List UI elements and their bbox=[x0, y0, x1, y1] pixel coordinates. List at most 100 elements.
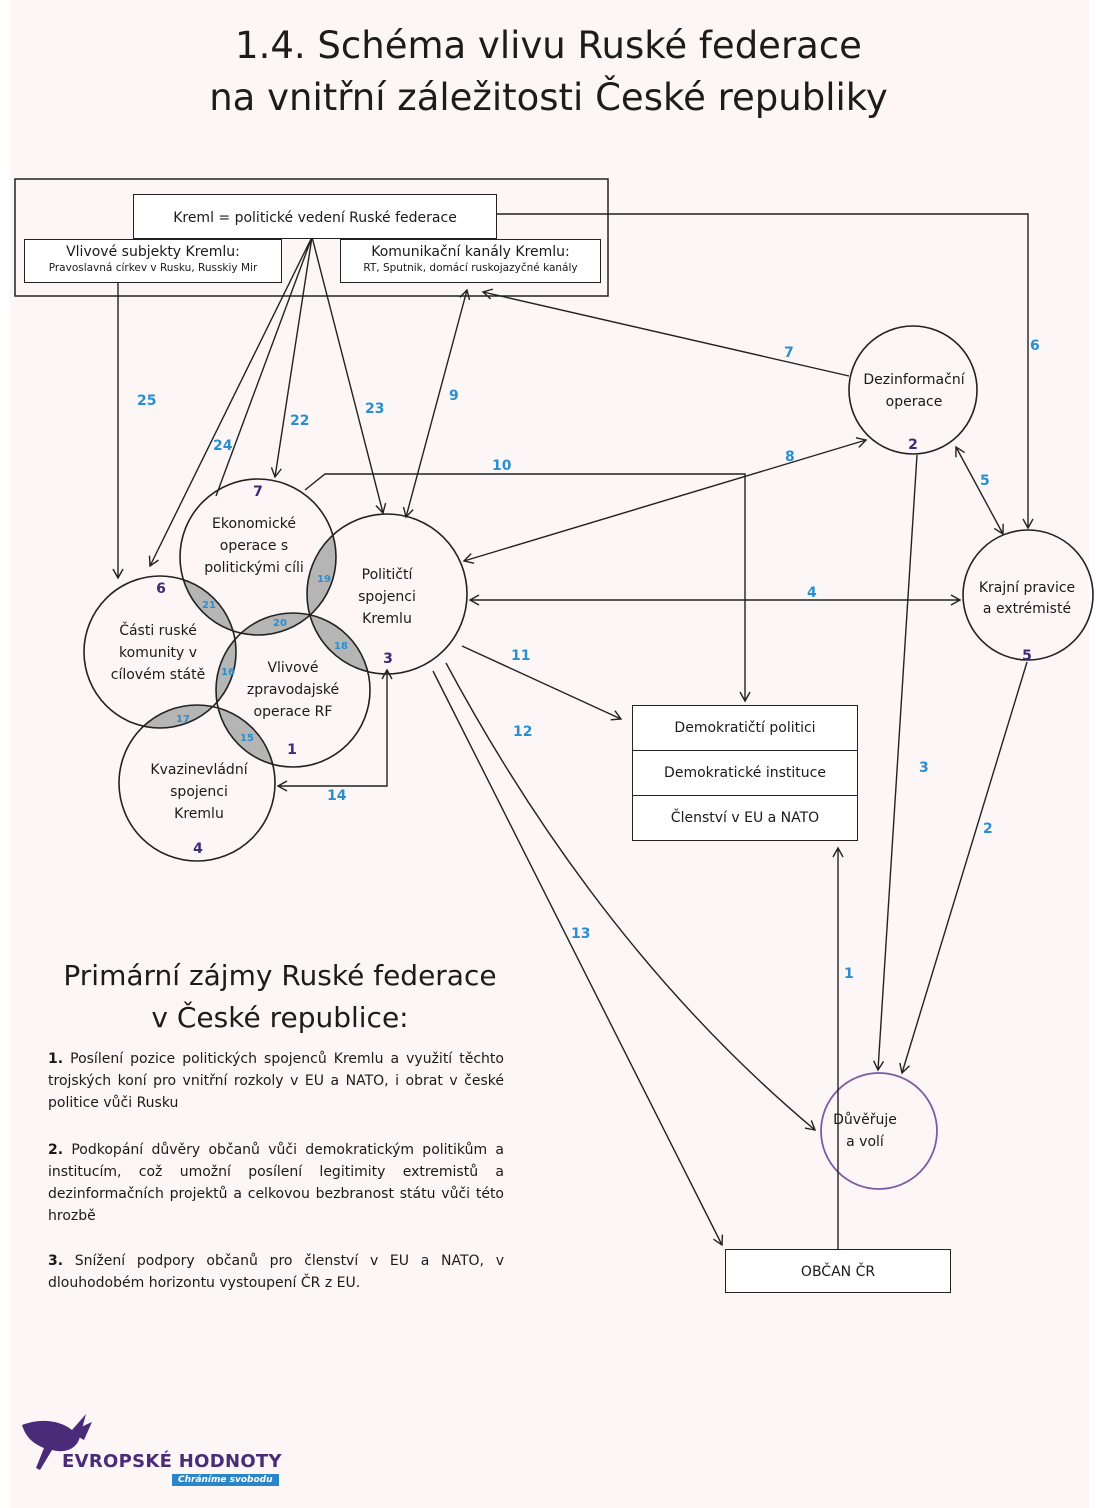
edge-11 bbox=[461, 645, 623, 721]
label-6: 6 bbox=[1030, 338, 1040, 354]
label-10: 10 bbox=[492, 458, 512, 474]
circle-casti-ruske-komunity bbox=[83, 575, 237, 729]
legend-item-1-num: 1. bbox=[48, 1051, 64, 1067]
label-23: 23 bbox=[365, 401, 384, 417]
kremlin-frame bbox=[14, 178, 609, 297]
label-7: 7 bbox=[784, 345, 794, 361]
vlivove-subjekty-title: Vlivové subjekty Kremlu: bbox=[66, 244, 240, 260]
politicti-line3: Kremlu bbox=[362, 611, 412, 627]
duveruje-line2: a volí bbox=[846, 1134, 885, 1150]
ekonomicke-line3: politickými cíli bbox=[204, 560, 304, 576]
casti-line1: Části ruské bbox=[119, 621, 197, 639]
label-1: 1 bbox=[844, 966, 854, 982]
page-title: 1.4. Schéma vlivu Ruské federace na vnit… bbox=[0, 20, 1097, 124]
circle-krajni-pravice bbox=[962, 529, 1094, 661]
demokraticke-instituce: Demokratické instituce bbox=[633, 751, 857, 796]
kvazi-line3: Kremlu bbox=[174, 806, 224, 822]
logo-name: EVROPSKÉ HODNOTY bbox=[62, 1451, 282, 1472]
vlivove-subjekty-box: Vlivové subjekty Kremlu: Pravoslavná cír… bbox=[24, 239, 282, 283]
ekonomicke-line1: Ekonomické bbox=[212, 516, 296, 532]
politicti-line1: Političtí bbox=[362, 567, 414, 583]
legend-item-3: 3. Snížení podpory občanů pro členství v… bbox=[48, 1250, 504, 1294]
label-14: 14 bbox=[327, 788, 347, 804]
legend-title: Primární zájmy Ruské federace v České re… bbox=[30, 955, 530, 1039]
num-dezinf: 2 bbox=[908, 437, 918, 453]
edge-12 bbox=[445, 662, 817, 1131]
obcan-label: OBČAN ČR bbox=[800, 1264, 876, 1280]
label-13: 13 bbox=[571, 926, 590, 942]
legend-item-2-num: 2. bbox=[48, 1142, 64, 1158]
casti-line3: cílovém státě bbox=[111, 667, 206, 683]
edge-22 bbox=[270, 236, 313, 479]
circle-ekonomicke-operace bbox=[179, 478, 337, 636]
vlivove-zprav-line2: zpravodajské bbox=[247, 682, 339, 698]
label-22: 22 bbox=[290, 413, 309, 429]
legend-item-1-text: Posílení pozice politických spojenců Kre… bbox=[48, 1051, 504, 1111]
pegasus-logo-icon bbox=[22, 1414, 92, 1470]
overlap-18: 18 bbox=[334, 641, 348, 652]
num-krajni: 5 bbox=[1022, 648, 1032, 664]
overlap-21: 21 bbox=[202, 600, 216, 611]
edge-kreml-ekonomicke bbox=[215, 236, 313, 497]
label-5: 5 bbox=[980, 473, 990, 489]
krajni-line1: Krajní pravice bbox=[979, 580, 1075, 596]
edge-13 bbox=[432, 670, 724, 1247]
page-left-margin bbox=[0, 0, 10, 1508]
casti-line2: komunity v bbox=[119, 645, 197, 661]
ekonomicke-line2: operace s bbox=[220, 538, 288, 554]
dezinf-line1: Dezinformační bbox=[863, 372, 965, 388]
demokraticke-box: Demokratičtí politici Demokratické insti… bbox=[632, 705, 858, 841]
num-ekonomicke: 7 bbox=[253, 484, 263, 500]
overlap-19: 19 bbox=[317, 574, 331, 585]
label-12: 12 bbox=[513, 724, 532, 740]
label-2: 2 bbox=[983, 821, 993, 837]
politicti-line2: spojenci bbox=[358, 589, 416, 605]
overlap-17: 17 bbox=[176, 714, 190, 725]
vlivove-zprav-line3: operace RF bbox=[254, 704, 333, 720]
num-casti: 6 bbox=[156, 581, 166, 597]
overlap-15: 15 bbox=[240, 733, 254, 744]
circle-kvazinevladni bbox=[118, 704, 276, 862]
dezinf-line2: operace bbox=[886, 394, 943, 410]
duveruje-line1: Důvěřuje bbox=[833, 1112, 897, 1128]
edge-8 bbox=[462, 437, 868, 564]
clenstvi-eu-nato: Členství v EU a NATO bbox=[670, 810, 820, 826]
edge-23 bbox=[311, 236, 387, 515]
label-24: 24 bbox=[213, 438, 233, 454]
kreml-label: Kreml = politické vedení Ruské federace bbox=[173, 210, 457, 226]
label-11: 11 bbox=[511, 648, 530, 664]
edge-6 bbox=[497, 213, 1034, 530]
circle-duveruje-a-voli bbox=[820, 1072, 938, 1190]
label-8: 8 bbox=[785, 449, 795, 465]
legend-item-2: 2. Podkopání důvěry občanů vůči demokrat… bbox=[48, 1139, 504, 1227]
edge-9 bbox=[402, 288, 471, 519]
legend-item-3-num: 3. bbox=[48, 1253, 64, 1269]
title-line-2: na vnitřní záležitosti České republiky bbox=[209, 76, 888, 119]
edge-24 bbox=[148, 236, 313, 568]
legend-item-2-text: Podkopání důvěry občanů vůči demokratick… bbox=[48, 1142, 504, 1224]
kvazi-line2: spojenci bbox=[170, 784, 228, 800]
circle-dezinformacni-operace bbox=[848, 325, 978, 455]
edge-10 bbox=[304, 473, 751, 703]
label-3: 3 bbox=[919, 760, 929, 776]
krajni-line2: a extrémisté bbox=[983, 601, 1071, 617]
obcan-box: OBČAN ČR bbox=[725, 1249, 951, 1293]
num-vlivove-zprav: 1 bbox=[287, 742, 297, 758]
num-kvazi: 4 bbox=[193, 841, 203, 857]
page-right-margin bbox=[1089, 0, 1097, 1508]
komunikacni-kanaly-sub: RT, Sputnik, domácí ruskojazyčné kanály bbox=[363, 262, 578, 274]
vlivove-subjekty-sub: Pravoslavná církev v Rusku, Russkiy Mir bbox=[48, 262, 258, 274]
edge-3-dezinf bbox=[872, 454, 918, 1072]
overlap-16: 16 bbox=[221, 667, 235, 678]
logo-tagline: Chráníme svobodu bbox=[172, 1474, 279, 1486]
legend-title-line1: Primární zájmy Ruské federace bbox=[63, 959, 497, 992]
overlap-20: 20 bbox=[273, 618, 287, 629]
komunikacni-kanaly-box: Komunikační kanály Kremlu: RT, Sputnik, … bbox=[340, 239, 601, 283]
edge-7 bbox=[481, 288, 850, 377]
label-9: 9 bbox=[449, 388, 459, 404]
komunikacni-kanaly-title: Komunikační kanály Kremlu: bbox=[371, 244, 570, 260]
edge-2-krajni bbox=[899, 661, 1028, 1075]
kvazi-line1: Kvazinevládní bbox=[150, 762, 248, 778]
demokraticti-politici: Demokratičtí politici bbox=[633, 706, 857, 751]
